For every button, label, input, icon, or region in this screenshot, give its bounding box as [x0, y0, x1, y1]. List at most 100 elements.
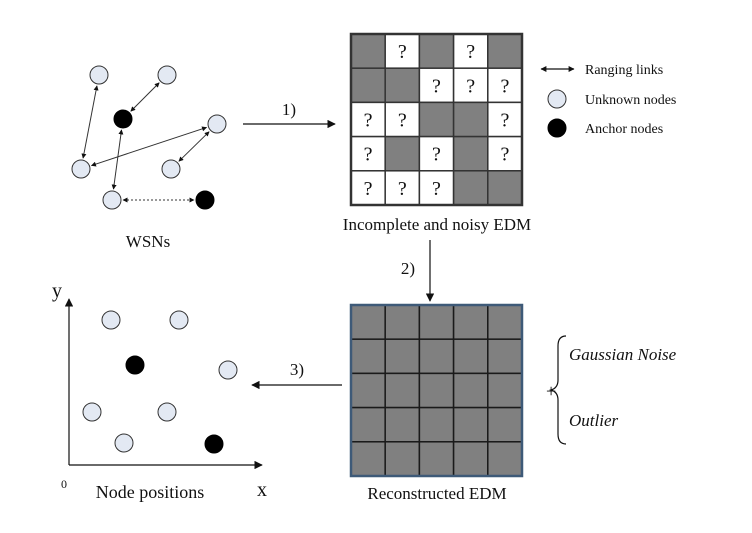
edm-unknown-mark: ? [432, 178, 441, 200]
reconstructed-cell [384, 338, 421, 375]
wsn-caption: WSNs [126, 232, 170, 251]
unknown-node [161, 159, 181, 179]
reconstructed-cell [350, 406, 386, 443]
edm-known-cell [418, 101, 455, 138]
reconstructed-cell [384, 304, 421, 340]
edm-unknown-mark: ? [500, 75, 509, 97]
reconstructed-cell [384, 372, 421, 409]
ranging-link [90, 126, 208, 167]
wsn-network [71, 65, 227, 210]
edm-unknown-mark: ? [500, 144, 509, 166]
edm-unknown-mark: ? [364, 110, 373, 132]
wsn-links [81, 82, 210, 203]
ranging-link [178, 131, 210, 162]
step3-label: 3) [290, 360, 304, 379]
anchor-node [125, 355, 145, 375]
reconstructed-cell [418, 406, 455, 443]
edm-known-cell [350, 33, 386, 69]
reconstructed-cell [418, 338, 455, 375]
anchor-node-icon [547, 118, 567, 138]
unknown-node [169, 310, 189, 330]
reconstructed-cell [350, 441, 386, 477]
edm-known-cell [452, 170, 489, 206]
reconstructed-cell [487, 406, 523, 443]
unknown-node [157, 65, 177, 85]
legend: Ranging links Unknown nodes Anchor nodes [540, 63, 676, 138]
reconstructed-cell [384, 406, 421, 443]
edm-unknown-mark: ? [398, 178, 407, 200]
plot-origin-label: 0 [61, 477, 67, 491]
anchor-node [195, 190, 215, 210]
reconstructed-cell [452, 441, 489, 477]
edm-known-cell [452, 135, 489, 172]
edm-unknown-mark: ? [432, 144, 441, 166]
edm-unknown-cell [384, 170, 421, 206]
edm-known-cell [350, 67, 386, 104]
reconstructed-cell [487, 304, 523, 340]
unknown-node [101, 310, 121, 330]
edm-unknown-cell [350, 101, 386, 138]
noise-plus-sign: + [546, 381, 556, 401]
plot-x-label: x [257, 479, 267, 501]
reconstructed-cell [418, 441, 455, 477]
reconstructed-cell [384, 441, 421, 477]
reconstructed-cell [487, 372, 523, 409]
reconstructed-cell [452, 406, 489, 443]
edm-known-cell [384, 135, 421, 172]
anchor-node [204, 434, 224, 454]
unknown-node-icon [547, 89, 567, 109]
unknown-node [207, 114, 227, 134]
reconstructed-cell [418, 304, 455, 340]
legend-anchor-nodes: Anchor nodes [585, 122, 663, 137]
legend-ranging-links: Ranging links [585, 63, 663, 78]
node-position-plot: y x 0 Node positions [52, 280, 267, 502]
reconstructed-cell [418, 372, 455, 409]
edm-unknown-mark: ? [466, 41, 475, 63]
outlier-label: Outlier [569, 411, 618, 430]
reconstructed-cell [452, 338, 489, 375]
unknown-node [102, 190, 122, 210]
edm-unknown-cell [452, 67, 489, 104]
reconstructed-cell [452, 372, 489, 409]
edm-unknown-mark: ? [364, 144, 373, 166]
edm-known-cell [384, 67, 421, 104]
unknown-node [82, 402, 102, 422]
wsn-nodes [71, 65, 227, 210]
legend-unknown-nodes: Unknown nodes [585, 93, 676, 108]
edm-unknown-mark: ? [466, 75, 475, 97]
step2-label: 2) [401, 259, 415, 278]
edm-known-cell [452, 101, 489, 138]
plot-caption: Node positions [96, 482, 205, 502]
gaussian-noise-label: Gaussian Noise [569, 345, 677, 364]
incomplete-edm-caption: Incomplete and noisy EDM [343, 215, 531, 234]
ranging-link [111, 129, 124, 190]
edm-unknown-mark: ? [398, 110, 407, 132]
step1-label: 1) [282, 100, 296, 119]
edm-unknown-mark: ? [364, 178, 373, 200]
reconstructed-cell [350, 304, 386, 340]
reconstructed-cell [487, 441, 523, 477]
unknown-node [157, 402, 177, 422]
reconstructed-cell [350, 338, 386, 375]
edm-unknown-mark: ? [432, 75, 441, 97]
unknown-node [89, 65, 109, 85]
noise-brace [548, 335, 567, 445]
edm-unknown-mark: ? [500, 110, 509, 132]
unknown-node [114, 433, 134, 453]
ranging-link [81, 85, 99, 159]
reconstructed-cell [487, 338, 523, 375]
edm-known-cell [487, 170, 523, 206]
reconstructed-cell [350, 372, 386, 409]
plot-y-label: y [52, 280, 62, 302]
anchor-node [113, 109, 133, 129]
reconstructed-border [349, 303, 524, 478]
edm-border [349, 32, 524, 207]
reconstructed-edm-matrix [349, 303, 524, 478]
unknown-node [218, 360, 238, 380]
edm-known-cell [418, 33, 455, 69]
reconstructed-edm-caption: Reconstructed EDM [367, 484, 506, 503]
unknown-node [71, 159, 91, 179]
edm-unknown-cell [384, 101, 421, 138]
